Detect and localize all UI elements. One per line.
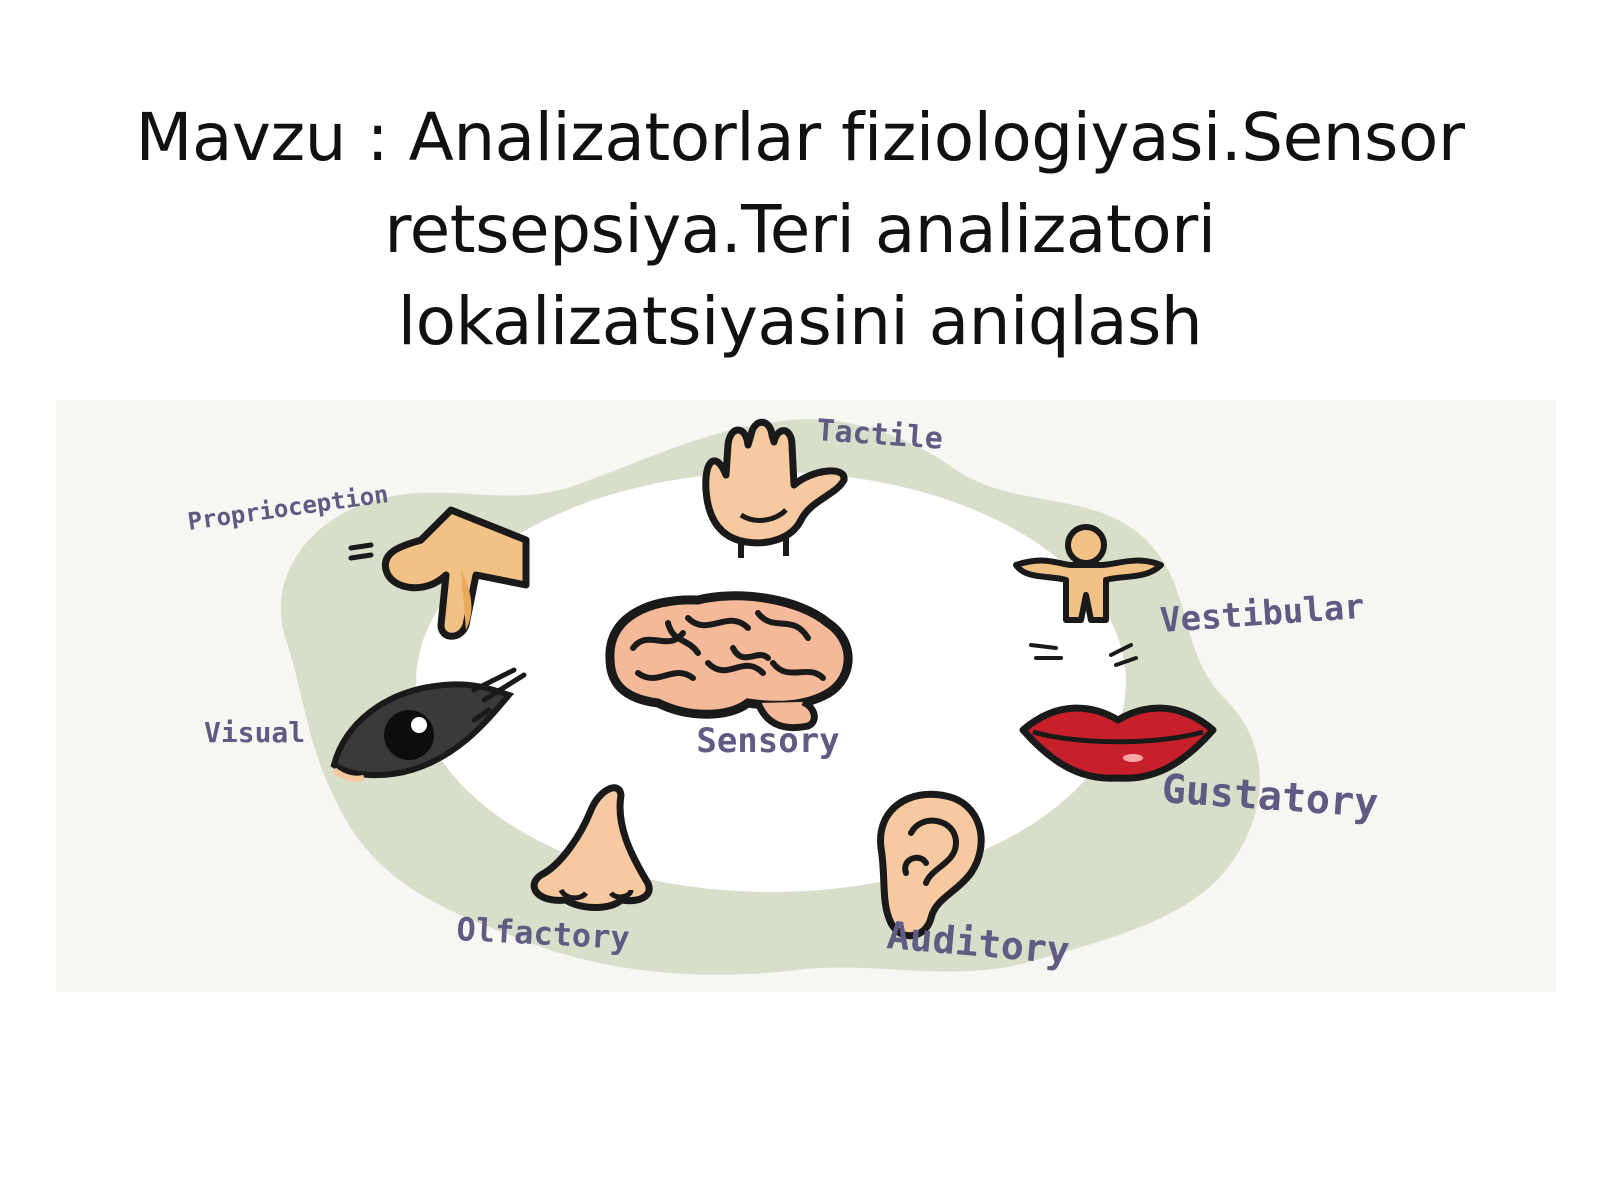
label-olfactory: Olfactory bbox=[456, 910, 631, 957]
eye-icon bbox=[330, 667, 527, 782]
sensory-diagram: Sensory Tactile Vestibular Gustatory Aud… bbox=[56, 400, 1556, 992]
title-line-2: retsepsiya.Teri analizatori bbox=[384, 191, 1216, 268]
hand-icon bbox=[702, 418, 848, 558]
slide-title: Mavzu : Analizatorlar fiziologiyasi.Sens… bbox=[80, 92, 1520, 368]
lips-icon bbox=[1019, 704, 1217, 782]
nose-icon bbox=[530, 784, 653, 911]
title-line-3: lokalizatsiyasini aniqlash bbox=[397, 283, 1203, 360]
label-vestibular: Vestibular bbox=[1159, 587, 1366, 641]
label-sensory: Sensory bbox=[696, 721, 839, 761]
title-line-1: Mavzu : Analizatorlar fiziologiyasi.Sens… bbox=[135, 99, 1465, 176]
ear-icon bbox=[877, 790, 985, 940]
sensory-diagram-svg: Sensory Tactile Vestibular Gustatory Aud… bbox=[186, 413, 1380, 975]
knee-icon bbox=[348, 506, 530, 640]
brain-icon bbox=[605, 591, 853, 732]
label-visual: Visual bbox=[204, 716, 305, 749]
person-balance-icon bbox=[1013, 524, 1164, 667]
